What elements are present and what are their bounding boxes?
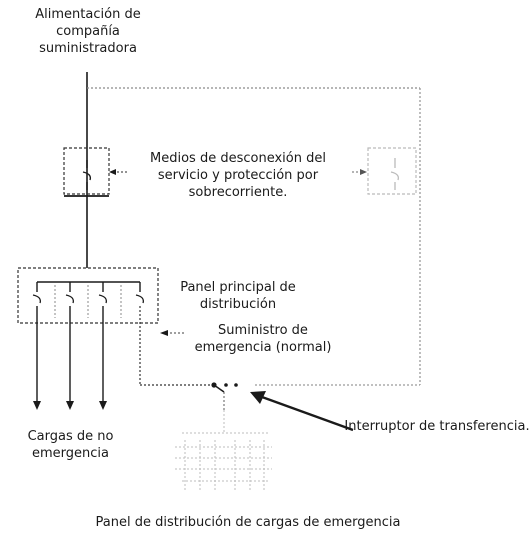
load-arrow-1 <box>33 401 41 410</box>
main-panel-label: Panel principal de distribución <box>180 280 296 312</box>
service-disconnect-box <box>63 147 110 195</box>
transfer-pointer <box>261 395 354 432</box>
transfer-switch-label: Interruptor de transferencia. <box>344 419 530 434</box>
emergency-supply-label: Suministro de emergencia (normal) <box>194 323 332 355</box>
emergency-panel-graphic <box>175 410 272 490</box>
utility-supply-label: Alimentación de compañía suministradora <box>35 7 141 56</box>
emergency-disconnect-box <box>367 147 417 195</box>
disconnect-label: Medios de desconexión del servicio y pro… <box>150 151 326 200</box>
load-arrow-3 <box>99 401 107 410</box>
emergency-panel-label: Panel de distribución de cargas de emerg… <box>95 515 401 530</box>
transfer-switch <box>211 382 238 410</box>
load-arrow-2 <box>66 401 74 410</box>
non-emergency-loads-label: Cargas de no emergencia <box>27 429 114 461</box>
main-distribution-panel <box>17 267 159 324</box>
